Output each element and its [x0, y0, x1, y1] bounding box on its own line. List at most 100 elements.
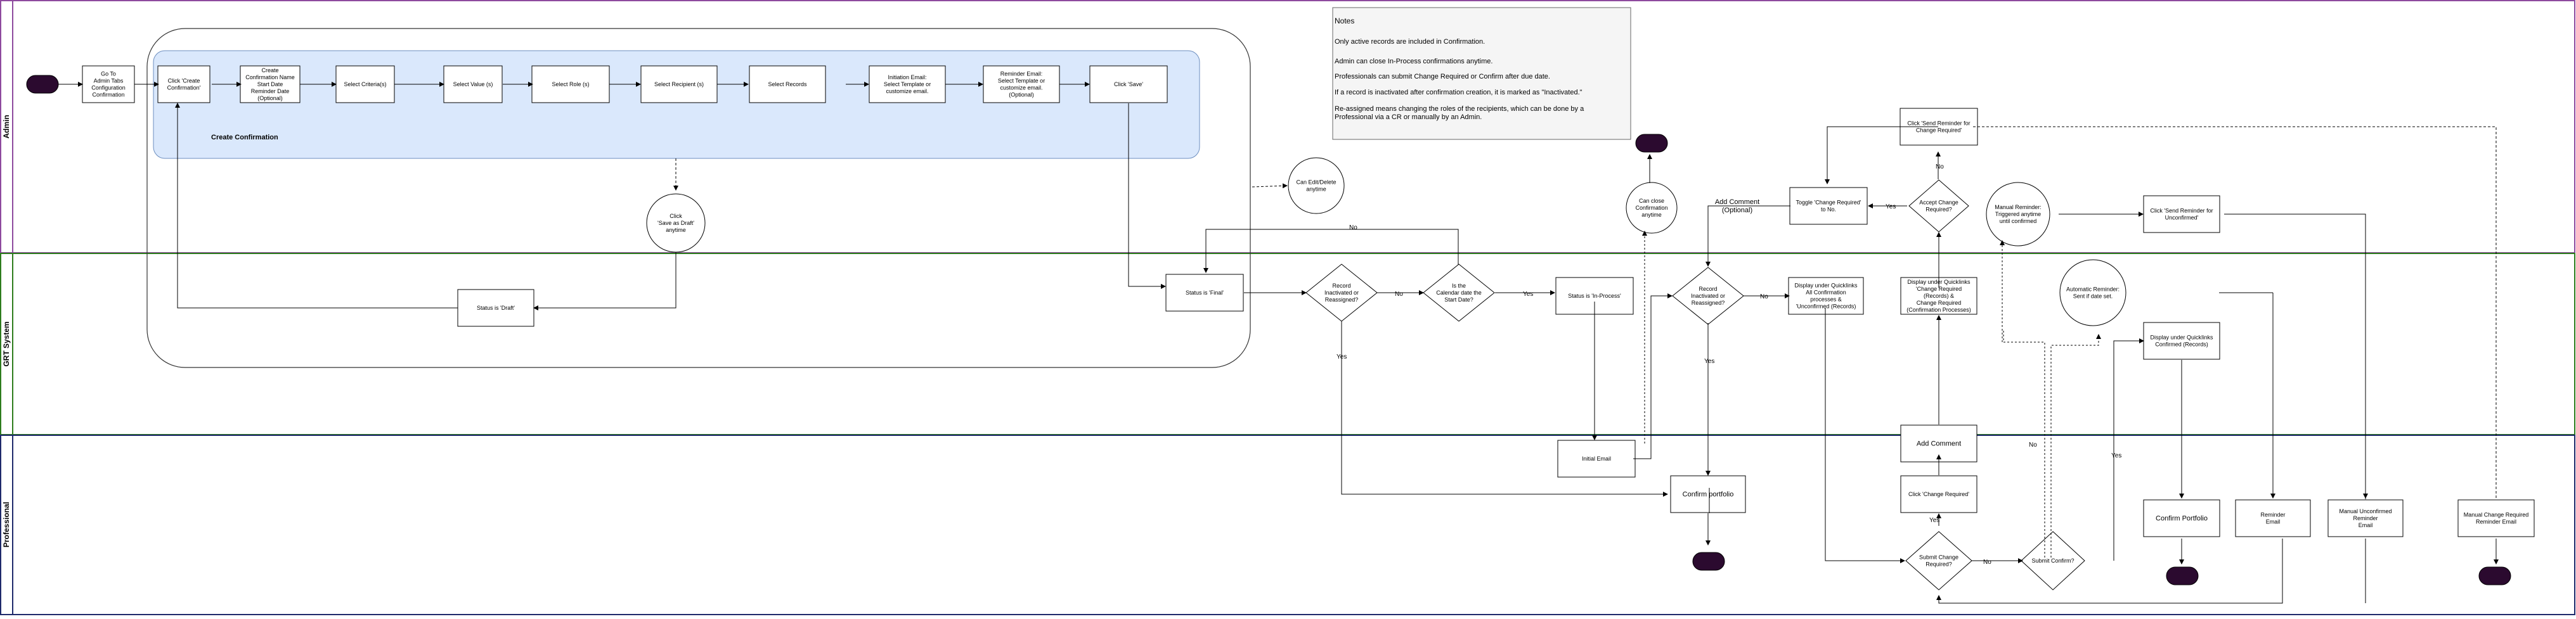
node-text-manual-unconfirmed: Manual Unconfirmed — [2339, 508, 2392, 514]
node-text-record-inactivated-2: Inactivated or — [1691, 293, 1725, 299]
node-text-add-comment-optional: Add Comment — [1715, 198, 1759, 206]
node-text-confirm-portfolio: Confirm portfolio — [1683, 491, 1734, 499]
node-status-draft: Status is 'Draft' — [457, 289, 534, 327]
node-add-comment-optional: Add Comment(Optional) — [1715, 198, 1759, 214]
node-text-reminder-email-pro: Reminder — [2260, 512, 2285, 518]
node-text-select-records: Select Records — [768, 81, 807, 87]
node-select-value: Select Value (s) — [443, 65, 503, 103]
create-confirmation-outer-group — [146, 28, 1251, 368]
node-text-initiation-email: customize email. — [886, 88, 928, 94]
node-text-reminder-email: Select Template or — [998, 78, 1045, 84]
node-text-submit-change: Required? — [1926, 561, 1952, 568]
node-confirm-portfolio-2: Confirm Portfolio — [2143, 499, 2220, 537]
node-text-status-draft: Status is 'Draft' — [477, 305, 515, 311]
node-text-reminder-email: (Optional) — [1009, 92, 1034, 98]
node-text-display-all: 'Unconfirmed (Records) — [1796, 303, 1856, 310]
node-text-display-confirmed: Display under QuickIinks — [2150, 335, 2213, 341]
node-text-save-draft: 'Save as Draft' — [657, 220, 694, 226]
node-text-initiation-email: Initiation Email: — [888, 74, 926, 80]
node-text-go-to-admin: Configuration — [91, 85, 126, 91]
node-text-toggle-change: to No. — [1821, 207, 1836, 213]
node-select-recipient: Select Recipient (s) — [640, 65, 718, 103]
end-terminal-admin — [1635, 134, 1668, 153]
node-text-add-comment-optional: (Optional) — [1722, 207, 1752, 214]
node-text-create-name: Create — [261, 67, 278, 73]
node-text-initiation-email: Select Template or — [884, 81, 931, 87]
notes-line-3: Professionals can submit Change Required… — [1335, 73, 1550, 80]
edge-label-no-5: No — [1983, 559, 1991, 566]
node-text-select-recipient: Select Recipient (s) — [654, 81, 704, 87]
node-text-record-inactivated-1: Reassigned? — [1325, 297, 1359, 303]
group-label: Create Confirmation — [211, 134, 278, 141]
node-text-click-change-required: Click 'Change Required' — [1908, 491, 1969, 497]
node-text-click-send-cr: Change Required' — [1916, 127, 1962, 134]
connectors — [58, 82, 2499, 604]
notes-line-5: Re-assigned means changing the roles of … — [1335, 105, 1584, 113]
node-reminder-email: Reminder Email:Select Template orcustomi… — [983, 65, 1060, 103]
lane-label-professional: Professional — [2, 502, 11, 547]
node-text-reminder-email: Reminder Email: — [1000, 71, 1043, 77]
node-text-display-cr: (Confirmation Processes) — [1906, 307, 1971, 313]
node-text-manual-cr-email: Reminder Email — [2476, 519, 2516, 525]
node-text-record-inactivated-2: Reassigned? — [1692, 300, 1725, 306]
node-text-click-create: Confirmation' — [167, 85, 201, 91]
node-text-display-cr: 'Change Required — [1916, 286, 1962, 292]
lane-label-system: GRT System — [2, 321, 11, 366]
node-text-can-edit: anytime — [1306, 186, 1326, 193]
node-initiation-email: Initiation Email:Select Template orcusto… — [869, 65, 946, 103]
node-submit-confirm: Submit Confirm? — [2021, 531, 2085, 590]
node-text-can-close: Can close — [1639, 198, 1664, 204]
node-text-is-calendar-date: Calendar date the — [1436, 290, 1482, 296]
node-text-is-calendar-date: Is the — [1452, 283, 1466, 289]
notes-line-1: Only active records are included in Conf… — [1335, 38, 1485, 46]
node-automatic-reminder: Automatic Reminder:Sent if date set. — [2059, 259, 2126, 326]
node-text-confirm-portfolio-2: Confirm Portfolio — [2156, 515, 2208, 523]
node-save-draft: Click'Save as Draft'anytime — [646, 193, 706, 253]
notes-line-6: Professional via a CR or manually by an … — [1335, 113, 1482, 121]
node-text-display-all: processes & — [1810, 297, 1842, 303]
node-text-record-inactivated-1: Inactivated or — [1324, 290, 1359, 296]
node-text-initial-email: Initial Email — [1582, 456, 1611, 462]
node-text-create-name: Reminder Date — [251, 88, 290, 94]
edge-label-yes-3: Yes — [1704, 358, 1714, 365]
edge-label-yes-2: Yes — [1337, 354, 1347, 361]
node-text-manual-unconfirmed: Reminder — [2353, 515, 2378, 521]
node-text-record-inactivated-2: Record — [1699, 286, 1717, 292]
node-text-save-draft: anytime — [666, 227, 686, 233]
edge-labels: No No Yes Yes No Yes Yes No Yes No No Ye… — [1337, 163, 2121, 566]
node-text-status-inprocess: Status is 'In-Process' — [1568, 293, 1621, 299]
node-text-display-confirmed: Confirmed (Records) — [2155, 341, 2208, 348]
node-initial-email: Initial Email — [1557, 440, 1636, 478]
node-select-criteria: Select Criteria(s) — [335, 65, 395, 103]
node-text-create-name: Confirmation Name — [245, 74, 295, 80]
node-text-select-criteria: Select Criteria(s) — [344, 81, 386, 87]
node-text-manual-cr-email: Manual Change Required — [2464, 512, 2529, 518]
node-select-records: Select Records — [749, 65, 826, 103]
edge-label-yes-1: Yes — [1523, 291, 1533, 298]
swimlane-professional: Professional — [0, 435, 2575, 615]
node-text-click-send-unconf: Click 'Send Reminder for — [2150, 208, 2213, 214]
node-text-submit-change: Submit Change — [1919, 554, 1958, 561]
node-text-submit-confirm: Submit Confirm? — [2031, 558, 2074, 564]
edge-label-yes-4: Yes — [1886, 203, 1896, 210]
node-click-change-required: Click 'Change Required' — [1900, 475, 1977, 513]
node-text-record-inactivated-1: Record — [1332, 283, 1350, 289]
node-text-click-send-unconf: Unconfirmed' — [2165, 215, 2199, 221]
node-text-automatic-reminder: Automatic Reminder: — [2066, 286, 2120, 293]
edge-label-yes-5: Yes — [1929, 517, 1939, 524]
